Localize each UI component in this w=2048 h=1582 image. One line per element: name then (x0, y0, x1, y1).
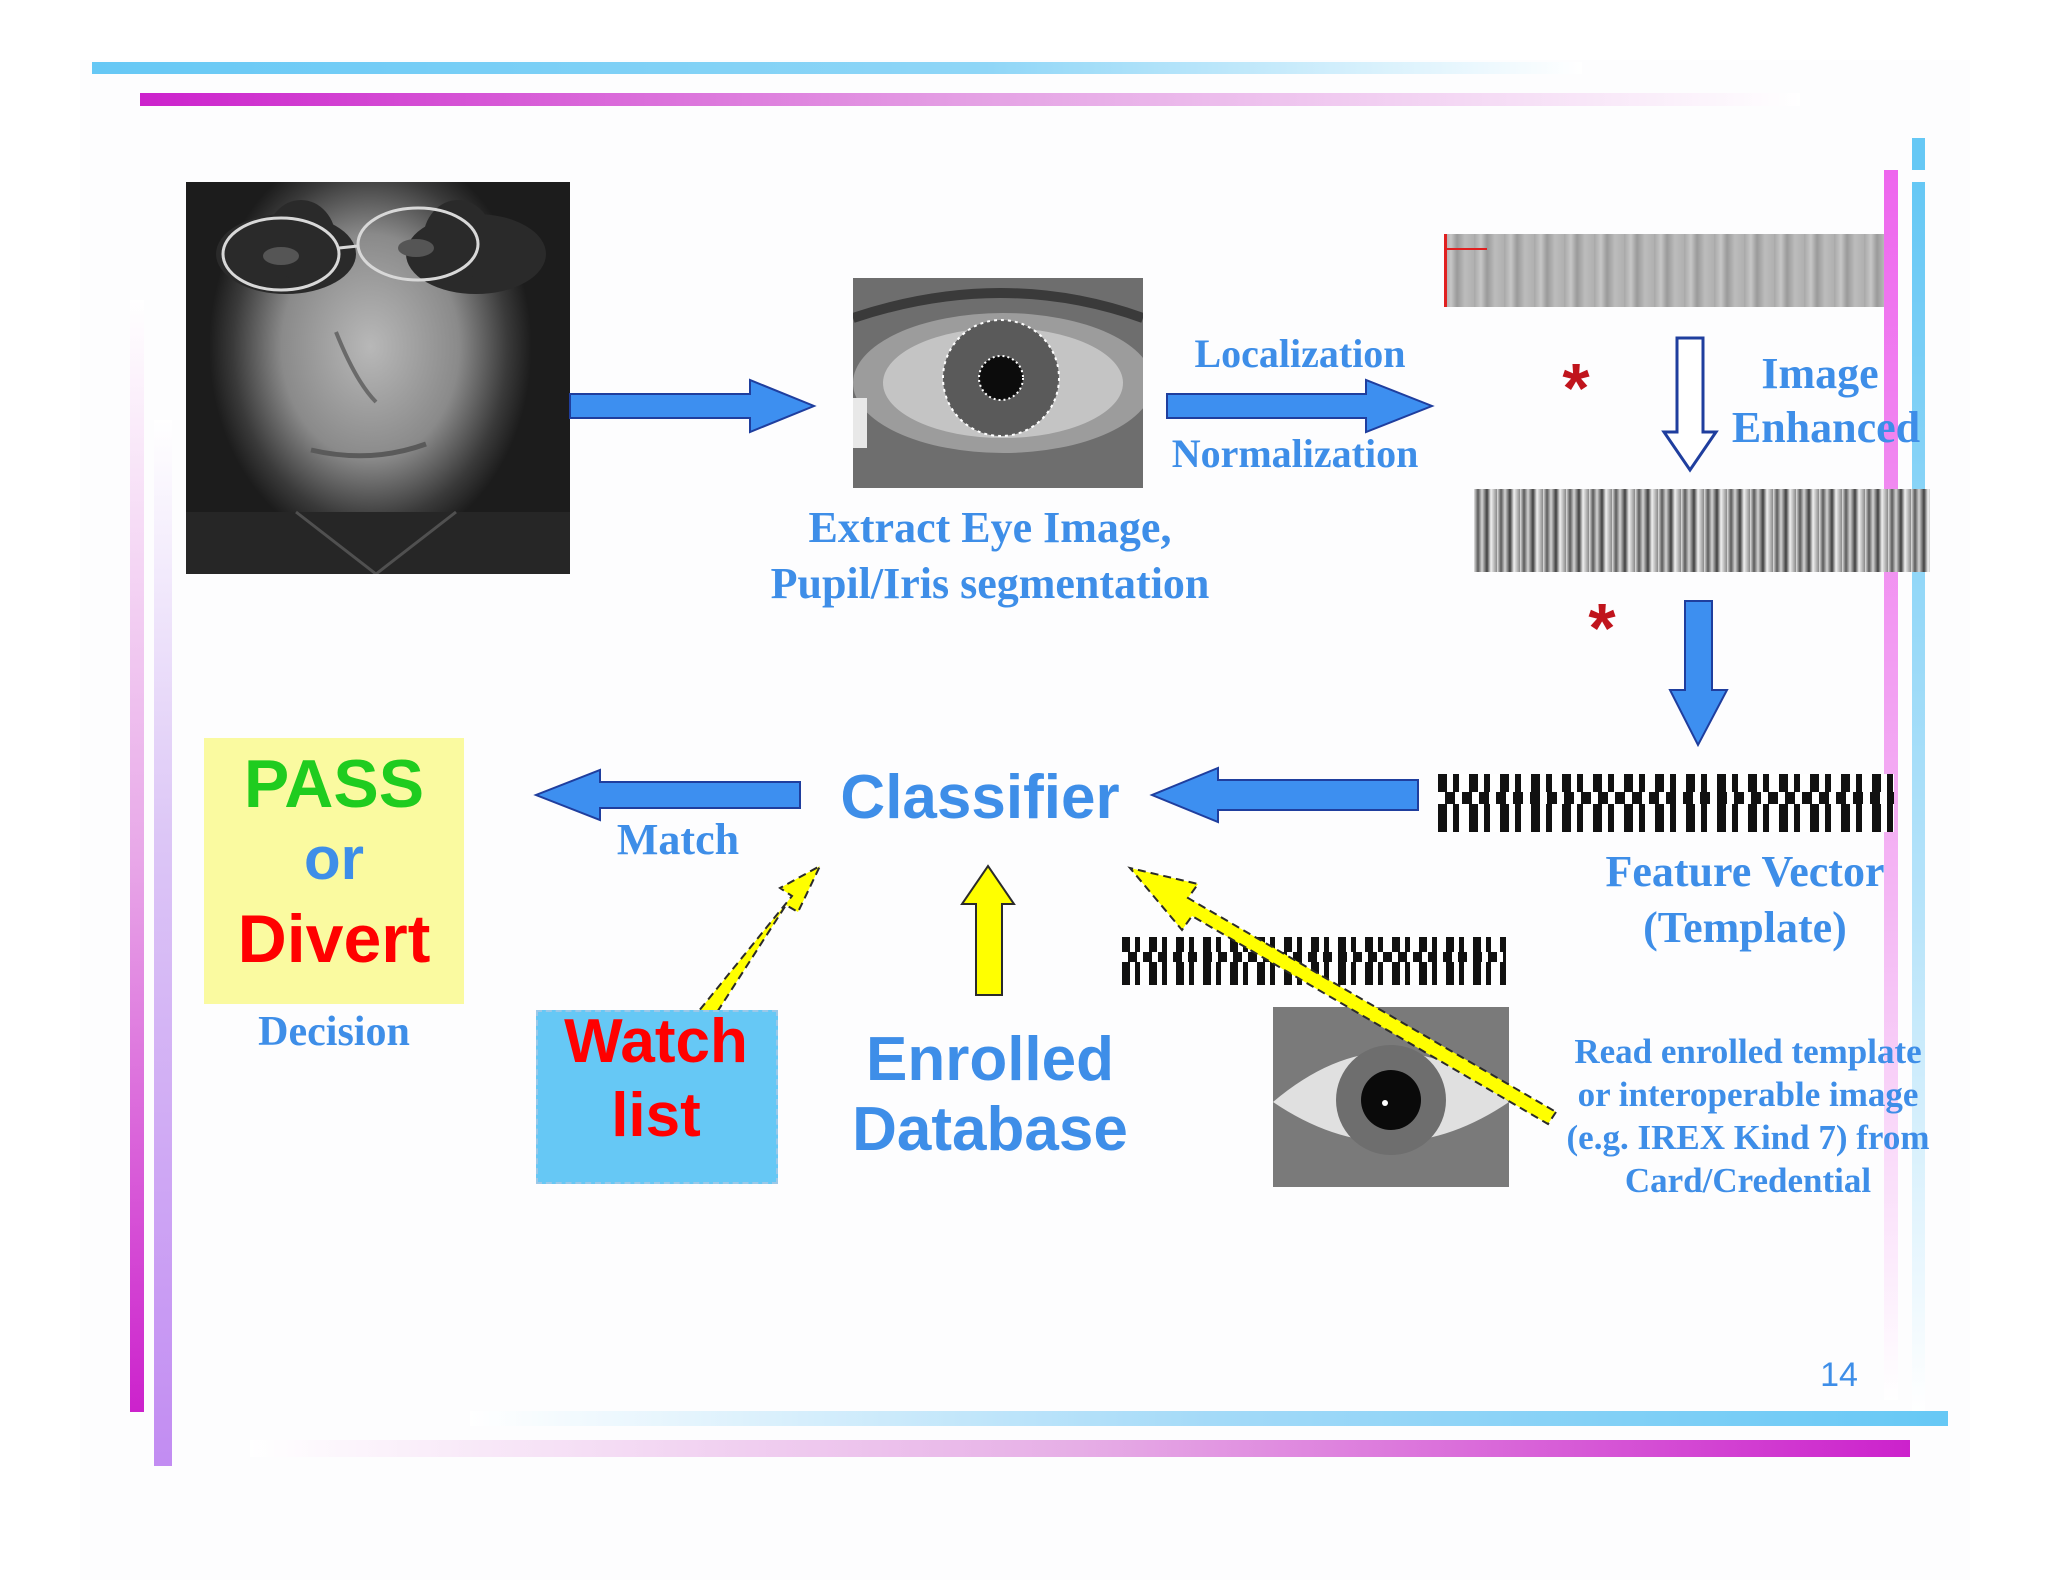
face-sketch (186, 200, 570, 574)
strip-red-arrow (1447, 248, 1487, 250)
arrow-match (533, 768, 801, 822)
read-label-line2: or interoperable image (1577, 1075, 1919, 1114)
asterisk-lower: * (1588, 589, 1616, 667)
strip-red-marker (1444, 234, 1447, 307)
feature-label-line2: (Template) (1643, 903, 1847, 952)
image-label-line2: Enhanced (1731, 403, 1921, 452)
arrow-watchlist (696, 863, 823, 1022)
face-photo (186, 182, 570, 574)
page-number: 14 (1820, 1356, 1858, 1394)
bottom-cyan-bar (470, 1411, 1948, 1426)
match-label: Match (616, 815, 740, 864)
top-magenta-bar (140, 93, 1800, 106)
right-cyan-bar-top (1912, 138, 1925, 170)
watchlist-box (536, 1010, 778, 1184)
decision-box (204, 738, 464, 1004)
eye-sketch (853, 288, 1143, 453)
top-cyan-bar (92, 62, 1582, 74)
arrow-card-to-classifier (1127, 866, 1558, 1126)
arrow-enhance-down (1661, 336, 1719, 473)
arrow-enrolled-up (960, 864, 1016, 996)
card-eye-image (1273, 1007, 1509, 1187)
code-row (1438, 792, 1894, 804)
arrow-face-to-eye (569, 378, 817, 434)
enrolled-label-line2: Database (852, 1095, 1128, 1164)
extract-label-line1: Extract Eye Image, (808, 503, 1172, 552)
arrow-to-feature (1668, 600, 1729, 748)
enrolled-label-line1: Enrolled (865, 1025, 1115, 1094)
read-label-line3: (e.g. IREX Kind 7) from (1566, 1118, 1930, 1157)
normalization-label: Normalization (1171, 431, 1419, 476)
localization-label: Localization (1194, 331, 1406, 376)
asterisk-upper: * (1562, 349, 1590, 427)
decision-or: or (304, 825, 364, 892)
card-eye-sketch (1273, 1045, 1509, 1155)
code-row (1122, 952, 1506, 962)
read-label-line1: Read enrolled template (1574, 1032, 1922, 1071)
bottom-magenta-bar (250, 1440, 1910, 1457)
enhanced-iris-strip (1474, 489, 1930, 572)
watchlist-line1: Watch (564, 1007, 748, 1076)
watchlist-line2: list (611, 1081, 701, 1150)
image-label-line1: Image (1761, 349, 1879, 398)
iris-code-template (1438, 774, 1894, 832)
decision-divert: Divert (237, 901, 431, 977)
arrow-localization (1166, 378, 1435, 434)
decision-label: Decision (258, 1009, 410, 1055)
left-magenta-bar (130, 300, 144, 1412)
arrow-feature-to-classifier (1149, 766, 1419, 824)
read-label-line4: Card/Credential (1624, 1161, 1872, 1200)
decision-pass: PASS (243, 746, 425, 822)
feature-label-line1: Feature Vector (1605, 847, 1885, 896)
normalized-iris-strip (1444, 234, 1884, 307)
extract-label-line2: Pupil/Iris segmentation (770, 559, 1210, 608)
classifier-label: Classifier (840, 763, 1120, 832)
eye-segmentation-photo (853, 278, 1143, 488)
left-violet-bar (154, 420, 172, 1466)
